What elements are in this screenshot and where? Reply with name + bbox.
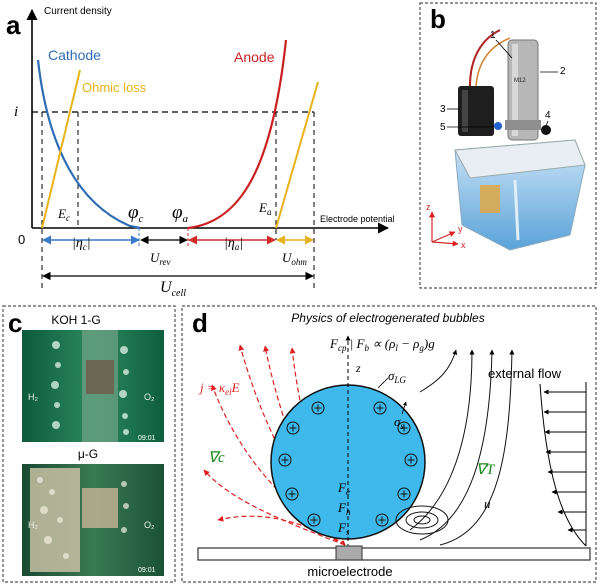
panel-c: c KOH 1-G H₂ O₂ 09:01 μ-G H₂ — [2, 305, 176, 583]
tank-lid — [454, 139, 586, 179]
sigma-s-label: σs — [394, 414, 404, 431]
ohmic-loss-label: Ohmic loss — [82, 80, 147, 95]
top-photo-bubbles — [51, 341, 129, 435]
cylinder-highlight — [512, 44, 518, 136]
triad-y — [431, 231, 456, 243]
bottom-timestamp: 09:01 — [138, 567, 156, 574]
electrode-plate — [480, 185, 500, 213]
wire-orange — [475, 37, 511, 87]
surface-charges — [278, 401, 418, 527]
panel-b-letter: b — [430, 4, 446, 34]
phi-c-label: φc — [128, 202, 144, 225]
external-flow-label: external flow — [488, 366, 562, 381]
z-label: z — [355, 361, 361, 375]
bottom-photo-block — [82, 488, 118, 528]
fe-label: Fe — [337, 480, 350, 497]
top-h2-label: H₂ — [28, 392, 38, 402]
callout-5: 5 — [440, 122, 446, 133]
wire-red — [469, 29, 501, 87]
panel-d: d Physics of electrogenerated bubbles Fc… — [181, 305, 597, 583]
grad-c-label: ∇c — [208, 450, 225, 466]
top-photo-caption: KOH 1-G — [51, 313, 100, 327]
cathode-curve — [36, 59, 141, 230]
flow-profile-curve — [539, 383, 587, 547]
top-o2-label: O₂ — [144, 392, 155, 402]
black-sensor-edge — [462, 90, 468, 132]
panel-d-letter: d — [192, 308, 208, 338]
callout-4: 4 — [545, 110, 551, 121]
bottom-photo-foam — [30, 468, 80, 572]
callout-1-line — [495, 39, 513, 59]
vortex-loops — [395, 505, 449, 535]
panel-a-letter: a — [6, 10, 21, 40]
i-label: i — [14, 104, 18, 120]
fh-label: Fh — [337, 500, 351, 517]
ohmic-line-anode — [275, 81, 319, 229]
triad-x-label: x — [461, 240, 466, 250]
phi-a-label: φa — [172, 202, 189, 225]
triad-y-label: y — [458, 224, 463, 234]
panel-a: a Current density Electrode potential 0 … — [6, 6, 395, 299]
bottom-photo: H₂ O₂ 09:01 — [22, 464, 164, 576]
bottom-photo-bubbles — [37, 477, 129, 559]
black-knob — [541, 125, 551, 135]
callout-4-line — [545, 120, 549, 127]
top-photo: H₂ O₂ 09:01 — [22, 330, 164, 442]
u-label: u — [484, 496, 491, 511]
force-equation: Fcp | Fb ∝ (ρl − ρg)g — [329, 336, 435, 353]
bottom-h2-label: H₂ — [28, 520, 38, 530]
separator — [513, 179, 520, 241]
microelectrode-label: microelectrode — [307, 564, 392, 579]
panel-d-title: Physics of electrogenerated bubbles — [291, 311, 484, 325]
x-axis-label: Electrode potential — [320, 214, 395, 224]
callout-3: 3 — [440, 104, 446, 115]
substrate — [197, 547, 591, 561]
device-photo: M12 — [454, 29, 586, 251]
panel-b: b M12 1 2 — [419, 2, 597, 289]
origin-label: 0 — [18, 232, 25, 247]
ohmic-line-cathode — [41, 69, 81, 229]
panel-c-letter: c — [8, 308, 22, 338]
microelectrode — [335, 545, 363, 561]
bottom-photo-caption: μ-G — [78, 447, 98, 461]
u-cell-label: Ucell — [160, 279, 186, 299]
flow-profile-arrows — [543, 389, 586, 533]
sigma-s-pointer — [401, 401, 407, 415]
fs-label: Fs — [337, 520, 350, 537]
grad-t-label: ∇T — [476, 462, 496, 478]
blue-valve — [494, 122, 502, 130]
external-streamlines — [409, 349, 515, 546]
triad-x — [431, 240, 459, 247]
top-photo-block — [86, 360, 114, 394]
bottom-o2-label: O₂ — [144, 520, 155, 530]
eta-a-label: |ηa| — [224, 236, 243, 252]
y-axis-label: Current density — [44, 6, 112, 17]
top-timestamp: 09:01 — [138, 435, 156, 442]
ea-label: Ea — [258, 200, 272, 217]
triad-z-label: z — [426, 202, 431, 212]
ec-label: Ec — [57, 206, 70, 223]
axes-triad: z y x — [426, 202, 466, 250]
eta-c-label: |ηc| — [72, 236, 91, 252]
anode-curve — [187, 39, 288, 230]
u-rev-label: Urev — [150, 250, 171, 267]
anode-label: Anode — [234, 49, 275, 65]
device-label: M12 — [514, 78, 526, 84]
callouts: 1 2 3 4 5 — [440, 30, 566, 133]
callout-1: 1 — [490, 30, 496, 41]
j-equation: j = κelE — [198, 380, 240, 397]
cathode-label: Cathode — [48, 47, 101, 63]
u-ohm-label: Uohm — [282, 250, 307, 267]
cylinder-base — [505, 120, 541, 130]
sigma-lg-pointer — [377, 377, 389, 389]
callout-2: 2 — [560, 66, 566, 77]
sigma-lg-label: σLG — [388, 368, 406, 385]
